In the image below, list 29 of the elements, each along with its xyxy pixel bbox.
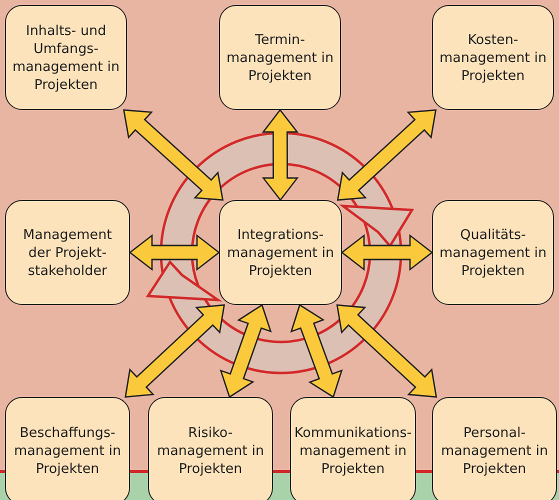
process-box [5,200,130,305]
box-label: Termin- management in Projekten [225,30,335,84]
box-label: Kommunikations- management in Projekten [294,424,412,478]
process-box [290,397,416,500]
box-label: Beschaffungs- management in Projekten [12,424,122,478]
process-box [432,200,554,305]
box-label: Inhalts- und Umfangs- management in Projekten [11,22,121,94]
double-arrow [290,304,343,398]
double-arrow [124,304,226,398]
box-label: Integrations- management in Projekten [226,226,336,280]
double-arrow [262,108,299,202]
process-box [148,397,273,500]
process-box [432,397,557,500]
process-box [219,5,341,110]
process-box [5,5,127,110]
box-label: Kosten- management in Projekten [438,30,548,84]
double-arrow [122,109,224,201]
process-box [432,5,554,110]
process-box [5,397,130,500]
box-label: Qualitäts- management in Projekten [438,226,548,280]
box-label: Personal- management in Projekten [440,424,550,478]
double-arrow [336,109,437,201]
process-box [219,200,342,305]
box-label: Management der Projekt- stakeholder [22,226,113,280]
double-arrow [128,234,220,271]
double-arrow [220,304,272,398]
box-label: Risiko- management in Projekten [156,424,266,478]
double-arrow [340,234,434,271]
double-arrow [336,304,438,398]
